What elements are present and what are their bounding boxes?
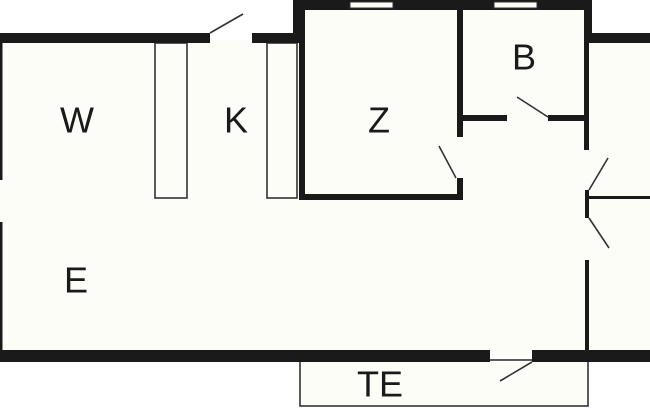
door-right-upper xyxy=(588,157,609,191)
door-entrance xyxy=(209,13,244,34)
window-b xyxy=(493,1,538,9)
floor-main xyxy=(0,40,300,355)
floor-east xyxy=(298,8,588,355)
window-z xyxy=(349,1,394,9)
floor-terrace xyxy=(300,362,588,406)
walls xyxy=(0,0,650,362)
room-label-w: W xyxy=(60,100,94,141)
room-label-k: K xyxy=(224,100,248,141)
door-z xyxy=(438,145,457,179)
room-label-e: E xyxy=(64,260,88,301)
room-label-z: Z xyxy=(368,100,390,141)
room-label-b: B xyxy=(512,37,536,78)
door-b xyxy=(516,96,549,118)
door-right-lower xyxy=(588,217,610,249)
door-terrace xyxy=(499,361,533,382)
room-label-te: TE xyxy=(357,364,403,405)
